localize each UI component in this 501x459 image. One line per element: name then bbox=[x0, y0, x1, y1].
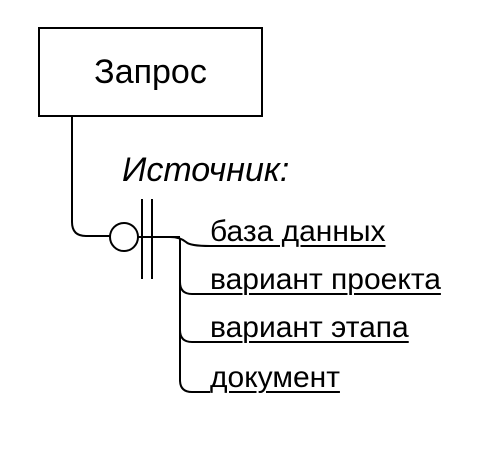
branch-line-2 bbox=[179, 281, 210, 295]
entity-connector-line bbox=[71, 117, 110, 237]
item-stage-variant: вариант этапа bbox=[210, 311, 409, 344]
item-database: база данных bbox=[210, 215, 386, 248]
branch-line-3 bbox=[179, 329, 210, 343]
item-document: документ bbox=[210, 361, 340, 394]
optional-circle-icon bbox=[109, 222, 139, 252]
role-label: Источник: bbox=[122, 151, 290, 189]
entity-box: Запрос bbox=[38, 27, 263, 117]
branch-trunk bbox=[179, 238, 210, 393]
item-project-variant: вариант проекта bbox=[210, 263, 441, 296]
entity-title: Запрос bbox=[94, 52, 207, 91]
branch-line-1 bbox=[169, 236, 211, 247]
